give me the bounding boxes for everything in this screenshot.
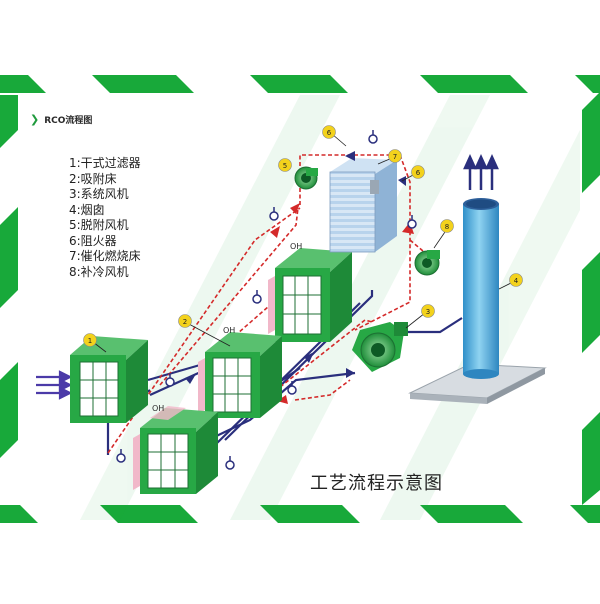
adsorption-bed-middle (198, 332, 282, 418)
legend-item: 5:脱附风机 (69, 218, 129, 232)
legend-item: 4:烟囱 (69, 202, 105, 217)
oh-labels: OH OH OH (152, 242, 302, 413)
legend-item: 7:催化燃烧床 (69, 249, 141, 263)
callout-3: 3 (426, 308, 430, 316)
supplementary-cooling-fan (414, 250, 440, 276)
legend-item: 1:干式过滤器 (69, 156, 141, 170)
oh-label: OH (223, 326, 235, 335)
frame-bottom-band (0, 505, 600, 523)
desorption-fan (294, 166, 318, 190)
equipment-legend: 1:干式过滤器 2:吸附床 3:系统风机 4:烟囱 5:脱附风机 6:阻火器 7… (69, 156, 141, 280)
callouts: 1 2 3 4 5 6 6 7 8 (83, 125, 523, 353)
dry-filter-unit (70, 336, 148, 423)
callout-1: 1 (88, 337, 92, 345)
oh-label: OH (290, 242, 302, 251)
legend-item: 6:阻火器 (69, 233, 117, 248)
oh-label: OH (152, 404, 164, 413)
valves (116, 130, 417, 470)
diagram-caption: 工艺流程示意图 (310, 473, 443, 494)
chimney (463, 198, 499, 379)
chimney-exhaust-arrows (463, 153, 499, 190)
callout-8: 8 (445, 223, 449, 231)
navy-arrowheads (185, 352, 355, 384)
chevron-right-icon: ❯ (30, 113, 40, 126)
catalytic-combustion-bed (329, 158, 397, 253)
legend-item: 8:补冷风机 (69, 264, 129, 279)
callout-7: 7 (393, 153, 397, 161)
callout-2: 2 (183, 318, 187, 326)
callout-6a: 6 (327, 129, 332, 137)
callout-4: 4 (514, 277, 519, 285)
callout-5: 5 (283, 162, 287, 170)
frame-top-band (0, 75, 600, 93)
diagram-tag: ❯ RCO流程图 (30, 113, 92, 126)
frame-right-band (582, 92, 600, 505)
diagram-tag-label: RCO流程图 (44, 116, 93, 126)
legend-item: 2:吸附床 (69, 171, 117, 186)
frame-left-band (0, 95, 18, 458)
system-fan (352, 322, 408, 372)
adsorption-bed-lower (133, 406, 218, 494)
adsorption-bed-upper (268, 248, 352, 342)
inlet-arrows (36, 370, 73, 400)
legend-item: 3:系统风机 (69, 187, 129, 201)
callout-6b: 6 (416, 169, 421, 177)
